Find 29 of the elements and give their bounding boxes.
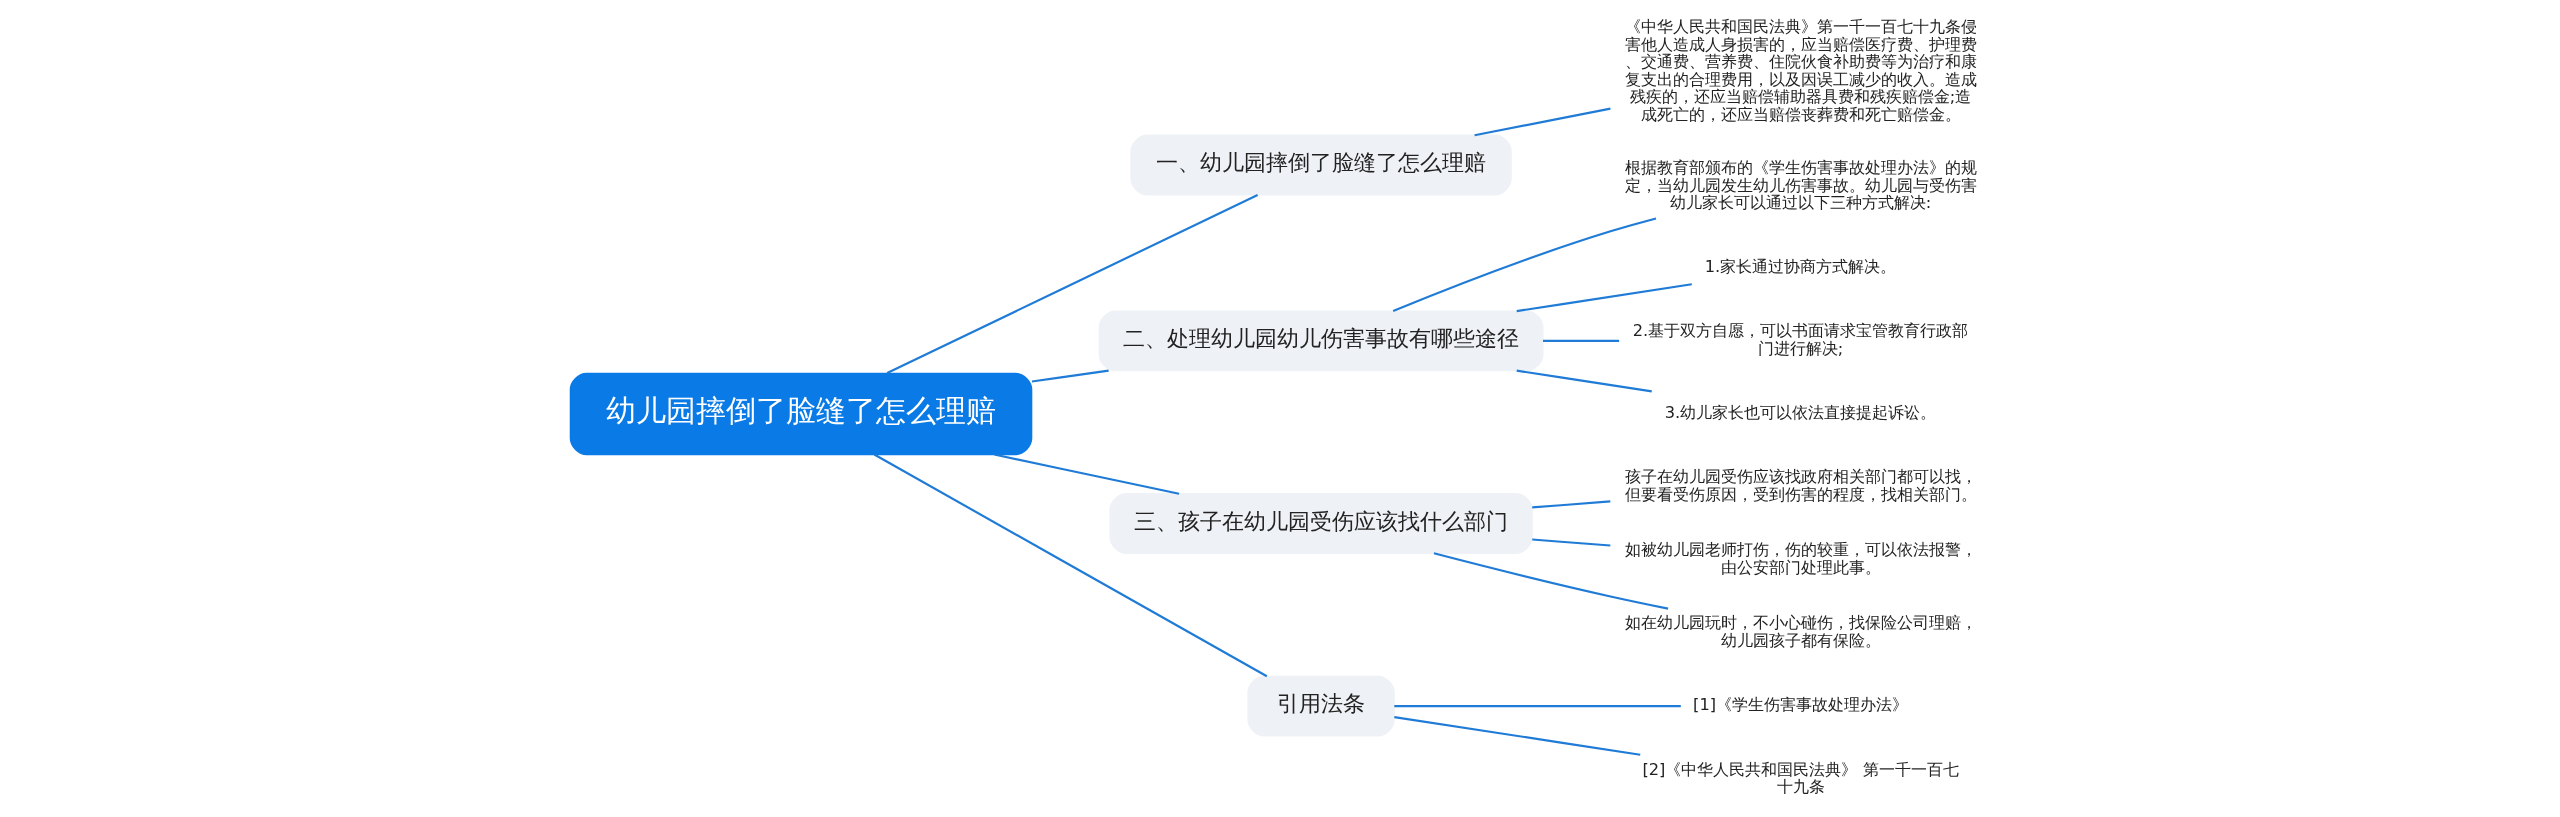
node-text: [1]《学生伤害事故处理办法》 xyxy=(1692,695,1908,715)
connector xyxy=(873,453,1267,678)
connector xyxy=(1031,369,1109,383)
node-box: 引用法条 xyxy=(1246,675,1395,737)
connector xyxy=(1473,107,1611,137)
node-text: 如被幼儿园老师打伤，伤的较重，可以依法报警，由公安部门处理此事。 xyxy=(1624,540,1977,577)
connector xyxy=(1531,500,1610,509)
node-box: 幼儿园摔倒了脸缝了怎么理赔 xyxy=(569,372,1032,456)
node-text: 1.家长通过协商方式解决。 xyxy=(1704,257,1896,277)
node-text: 《中华人民共和国民法典》第一千一百七十九条侵害他人造成人身损害的，应当赔偿医疗费、护理费、交通费、营养费、住院伙食补助费等为治疗和康复支出的合理费用，以及因误工减少的收入。造成残疾的，还应当赔偿辅助器具费和残疾赔偿金;造成死亡的，还应当赔偿丧葬费和死亡赔偿金。 xyxy=(1624,16,1977,124)
node-text: 根据教育部颁布的《学生伤害事故处理办法》的规定，当幼儿园发生幼儿伤害事故。幼儿园与受伤害幼儿家长可以通过以下三种方式解决: xyxy=(1624,158,1977,213)
connector xyxy=(1433,552,1668,610)
node-box: 一、幼儿园摔倒了脸缝了怎么理赔 xyxy=(1129,134,1512,196)
connector xyxy=(1542,339,1619,342)
node-text: 2.基于双方自愿，可以书面请求宝管教育行政部门进行解决; xyxy=(1632,321,1968,358)
connector xyxy=(1531,538,1610,547)
connector xyxy=(993,453,1179,495)
connector xyxy=(1516,369,1652,393)
node-text: 孩子在幼儿园受伤应该找政府相关部门都可以找，但要看受伤原因，受到伤害的程度，找相关部门。 xyxy=(1624,467,1977,504)
connector xyxy=(1393,716,1640,756)
connector xyxy=(1392,217,1656,312)
node-box: 三、孩子在幼儿园受伤应该找什么部门 xyxy=(1108,493,1533,554)
connector xyxy=(1516,283,1692,313)
node-text: 如在幼儿园玩时，不小心碰伤，找保险公司理赔，幼儿园孩子都有保险。 xyxy=(1624,613,1977,651)
node-box: 二、处理幼儿园幼儿伤害事故有哪些途径 xyxy=(1098,310,1544,372)
node-text: [2]《中华人民共和国民法典》 第一千一百七十九条 xyxy=(1641,759,1959,797)
connector xyxy=(886,193,1258,375)
connector xyxy=(1393,704,1681,708)
node-text: 3.幼儿家长也可以依法直接提起诉讼。 xyxy=(1664,403,1936,423)
